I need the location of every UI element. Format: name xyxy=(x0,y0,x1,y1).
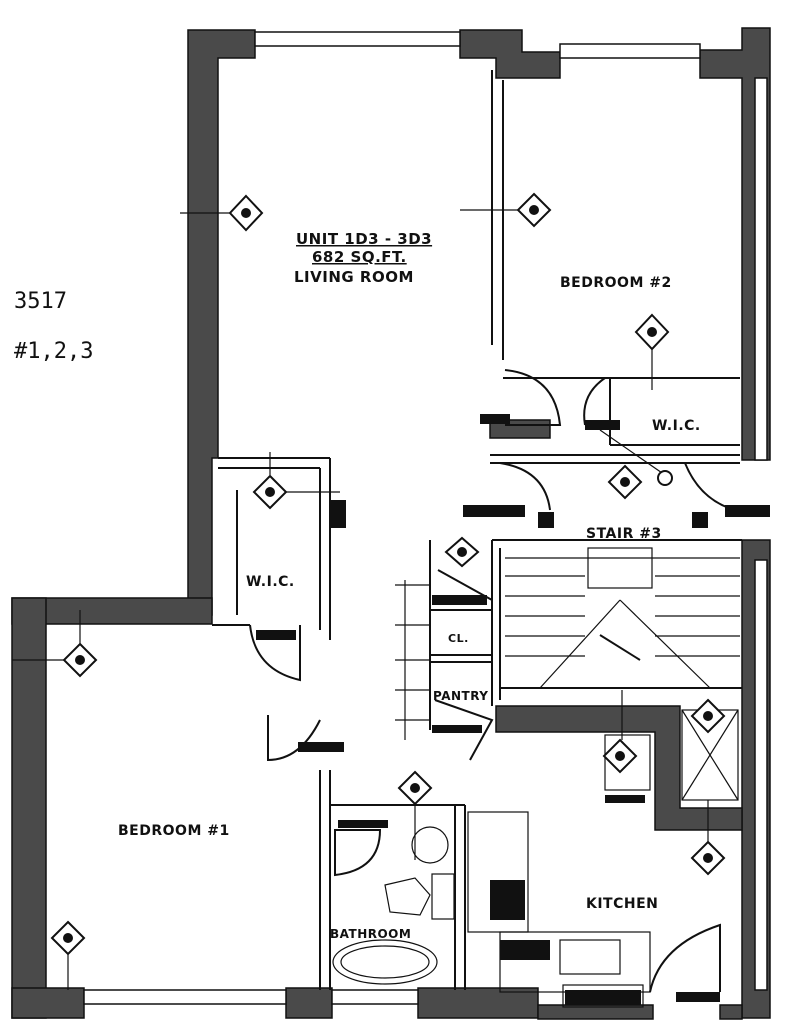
wic-2-label: W.I.C. xyxy=(652,418,701,434)
room-labels: 3517 #1,2,3 UNIT 1D3 - 3D3 682 SQ.FT. LI… xyxy=(14,230,701,941)
marker-bedroom1-top xyxy=(12,610,98,678)
wic-1-label: W.I.C. xyxy=(246,574,295,590)
marker-bedroom1-bottom xyxy=(50,920,86,990)
bedroom-2-label: BEDROOM #2 xyxy=(560,275,672,291)
windows xyxy=(83,31,768,1005)
partitions xyxy=(212,70,742,1008)
marker-hall xyxy=(599,429,673,500)
closet-label: CL. xyxy=(448,632,469,645)
marker-wic1 xyxy=(252,452,340,510)
pantry-label: PANTRY xyxy=(433,689,488,703)
marker-living-1 xyxy=(180,194,264,232)
unit-numbers: #1,2,3 xyxy=(14,339,93,364)
marker-kitchen-2 xyxy=(690,800,726,876)
living-room-label: LIVING ROOM xyxy=(294,268,414,286)
walls xyxy=(11,27,771,1020)
marker-bath xyxy=(397,770,433,860)
marker-kitchen-1 xyxy=(602,690,638,774)
bathroom-fixtures xyxy=(332,826,455,985)
building-number: 3517 xyxy=(14,289,67,314)
unit-title: UNIT 1D3 - 3D3 xyxy=(296,230,432,248)
marker-living-2 xyxy=(460,192,552,228)
dimension-ticks xyxy=(395,580,430,740)
fixture-symbols xyxy=(256,414,770,1005)
marker-closet xyxy=(444,536,480,568)
stair-label: STAIR #3 xyxy=(586,526,662,542)
marker-stair-shaft xyxy=(690,698,726,734)
stair-treads xyxy=(505,547,740,689)
unit-area: 682 SQ.FT. xyxy=(312,248,407,266)
elevation-markers xyxy=(12,192,726,990)
bedroom-1-label: BEDROOM #1 xyxy=(118,823,230,839)
kitchen-label: KITCHEN xyxy=(586,896,658,912)
doors xyxy=(249,369,736,993)
bathroom-label: BATHROOM xyxy=(330,927,411,941)
marker-bedroom2 xyxy=(634,313,670,390)
